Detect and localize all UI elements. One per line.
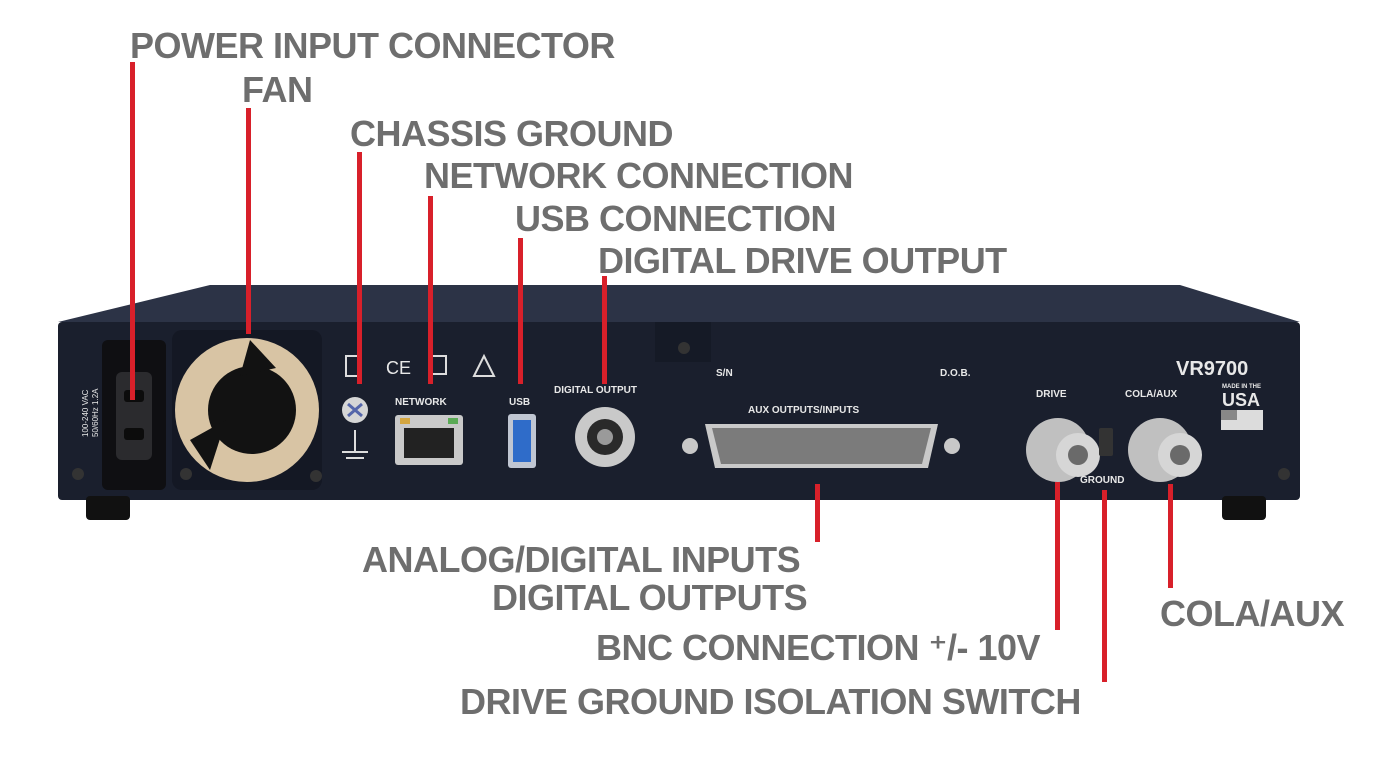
digital-output-label: DIGITAL OUTPUT xyxy=(554,385,637,396)
leader-power xyxy=(130,62,135,400)
leader-network xyxy=(428,196,433,384)
power-rating-line1: 100-240 VAC xyxy=(81,389,90,437)
drive-label: DRIVE xyxy=(1036,389,1067,400)
model-name: VR9700 xyxy=(1176,358,1249,380)
callout-digital-outputs: DIGITAL OUTPUTS xyxy=(492,577,808,618)
leader-bnc xyxy=(1055,482,1060,630)
callout-cola-aux: COLA/AUX xyxy=(1160,593,1345,634)
callout-drive-ground-switch: DRIVE GROUND ISOLATION SWITCH xyxy=(460,681,1081,722)
ground-isolation-switch xyxy=(1099,428,1113,456)
made-in-line1: MADE IN THE xyxy=(1222,384,1261,390)
network-label: NETWORK xyxy=(395,397,447,408)
callout-analog-digital-inputs: ANALOG/DIGITAL INPUTS xyxy=(362,539,801,580)
leader-chassis-ground xyxy=(357,152,362,384)
callout-digital-drive-output: DIGITAL DRIVE OUTPUT xyxy=(598,240,1007,281)
callout-usb-connection: USB CONNECTION xyxy=(515,198,837,239)
back-panel xyxy=(58,322,1300,500)
aux-label: AUX OUTPUTS/INPUTS xyxy=(748,405,860,416)
sn-label: S/N xyxy=(716,368,733,379)
callout-chassis-ground: CHASSIS GROUND xyxy=(350,113,674,154)
callout-fan: FAN xyxy=(242,69,313,110)
ce-mark: CE xyxy=(386,358,412,378)
leader-cola-aux xyxy=(1168,484,1173,588)
leader-fan xyxy=(246,108,251,334)
leader-usb xyxy=(518,238,523,384)
callout-bnc-connection: BNC CONNECTION ⁺/- 10V xyxy=(596,627,1041,668)
power-rating: 100-240 VAC 50/60Hz 1.2A xyxy=(63,387,123,437)
callout-power-input: POWER INPUT CONNECTOR xyxy=(130,25,615,66)
foot-left xyxy=(86,496,130,520)
leader-digital-output xyxy=(602,276,607,384)
callout-network-connection: NETWORK CONNECTION xyxy=(424,155,853,196)
leader-aux xyxy=(815,484,820,542)
chassis-top xyxy=(58,285,1300,322)
dob-label: D.O.B. xyxy=(940,368,971,379)
foot-right xyxy=(1222,496,1266,520)
ground-label: GROUND xyxy=(1080,475,1125,486)
cola-aux-label: COLA/AUX xyxy=(1125,389,1178,400)
leader-ground-switch xyxy=(1102,490,1107,682)
power-rating-line2: 50/60Hz 1.2A xyxy=(91,388,100,437)
made-in-line2: USA xyxy=(1222,390,1261,410)
usb-label: USB xyxy=(509,397,531,408)
